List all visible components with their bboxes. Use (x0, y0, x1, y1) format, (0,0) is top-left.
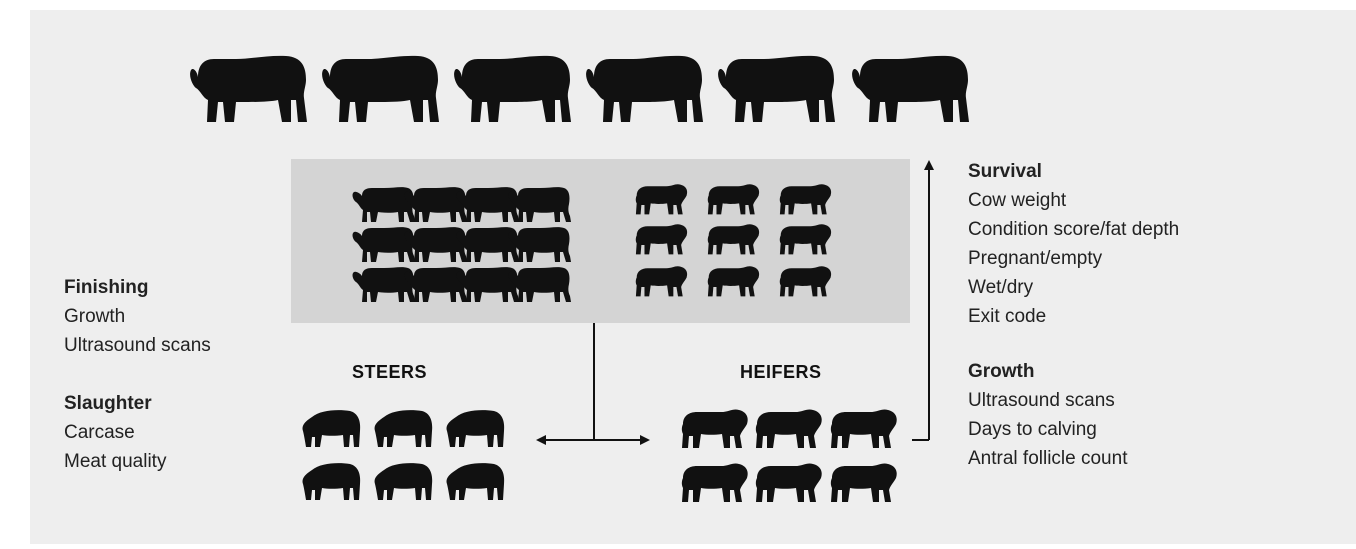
trait-item: Cow weight (968, 186, 1179, 215)
trait-heading: Survival (968, 157, 1179, 186)
herd-cows-right (636, 184, 831, 296)
trait-item: Ultrasound scans (968, 386, 1127, 415)
slaughter-traits: Slaughter Carcase Meat quality (64, 389, 166, 476)
trait-item: Exit code (968, 302, 1179, 331)
trait-item: Meat quality (64, 447, 166, 476)
trait-item: Wet/dry (968, 273, 1179, 302)
trait-item: Antral follicle count (968, 444, 1127, 473)
herd-cows-left (353, 187, 571, 302)
steers-label: STEERS (352, 362, 427, 383)
trait-heading: Growth (968, 357, 1127, 386)
trait-item: Condition score/fat depth (968, 215, 1179, 244)
finishing-traits: Finishing Growth Ultrasound scans (64, 273, 211, 360)
trait-item: Growth (64, 302, 211, 331)
trait-item: Days to calving (968, 415, 1127, 444)
trait-item: Carcase (64, 418, 166, 447)
trait-heading: Finishing (64, 273, 211, 302)
survival-traits: Survival Cow weight Condition score/fat … (968, 157, 1179, 331)
trait-item: Ultrasound scans (64, 331, 211, 360)
trait-item: Pregnant/empty (968, 244, 1179, 273)
trait-heading: Slaughter (64, 389, 166, 418)
heifers-label: HEIFERS (740, 362, 822, 383)
growth-traits: Growth Ultrasound scans Days to calving … (968, 357, 1127, 473)
